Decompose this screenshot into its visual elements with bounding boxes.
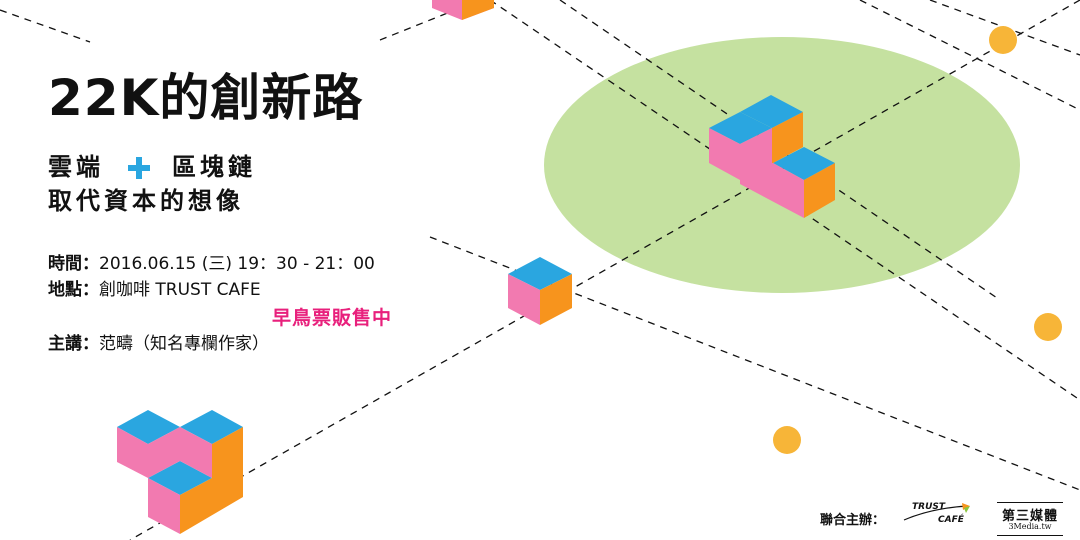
speaker-value: 范疇（知名專欄作家） xyxy=(99,334,269,354)
orange-dot xyxy=(1034,313,1062,341)
cohost-label: 聯合主辦： xyxy=(820,513,886,528)
subtitle-line2: 取代資本的想像 xyxy=(48,187,244,215)
event-title: 22K的創新路 xyxy=(48,69,364,127)
speaker-label: 主講： xyxy=(48,334,99,354)
third-media-logo: 第三媒體 3Media.tw xyxy=(997,502,1063,536)
event-speaker: 主講：范疇（知名專欄作家） xyxy=(48,333,269,355)
event-venue: 地點：創咖啡 TRUST CAFE xyxy=(48,279,261,301)
venue-label: 地點： xyxy=(48,280,99,300)
trust-logo-bottom: CAFÉ xyxy=(938,515,964,525)
plus-icon xyxy=(126,155,152,181)
trust-logo-top: TRUST xyxy=(912,502,945,512)
time-label: 時間： xyxy=(48,254,99,274)
event-time: 時間：2016.06.15 (三) 19：30 - 21：00 xyxy=(48,253,375,275)
orange-dot xyxy=(989,26,1017,54)
swoosh-icon xyxy=(903,503,970,521)
cube-center xyxy=(508,257,572,325)
cube-group-circle xyxy=(709,95,835,218)
cube-group-bottom-left xyxy=(117,410,243,534)
cube-partial-top xyxy=(432,0,494,20)
subtitle-blockchain: 區塊鏈 xyxy=(172,153,256,181)
early-bird-badge: 早鳥票販售中 xyxy=(272,307,393,329)
subtitle-cloud: 雲端 xyxy=(48,153,104,181)
venue-value: 創咖啡 TRUST CAFE xyxy=(99,280,261,300)
third-media-name: 第三媒體 xyxy=(1001,509,1058,524)
time-value: 2016.06.15 (三) 19：30 - 21：00 xyxy=(99,254,375,274)
trust-cafe-logo: TRUST CAFÉ xyxy=(902,500,974,532)
third-media-url: 3Media.tw xyxy=(1008,522,1052,531)
orange-dot xyxy=(773,426,801,454)
